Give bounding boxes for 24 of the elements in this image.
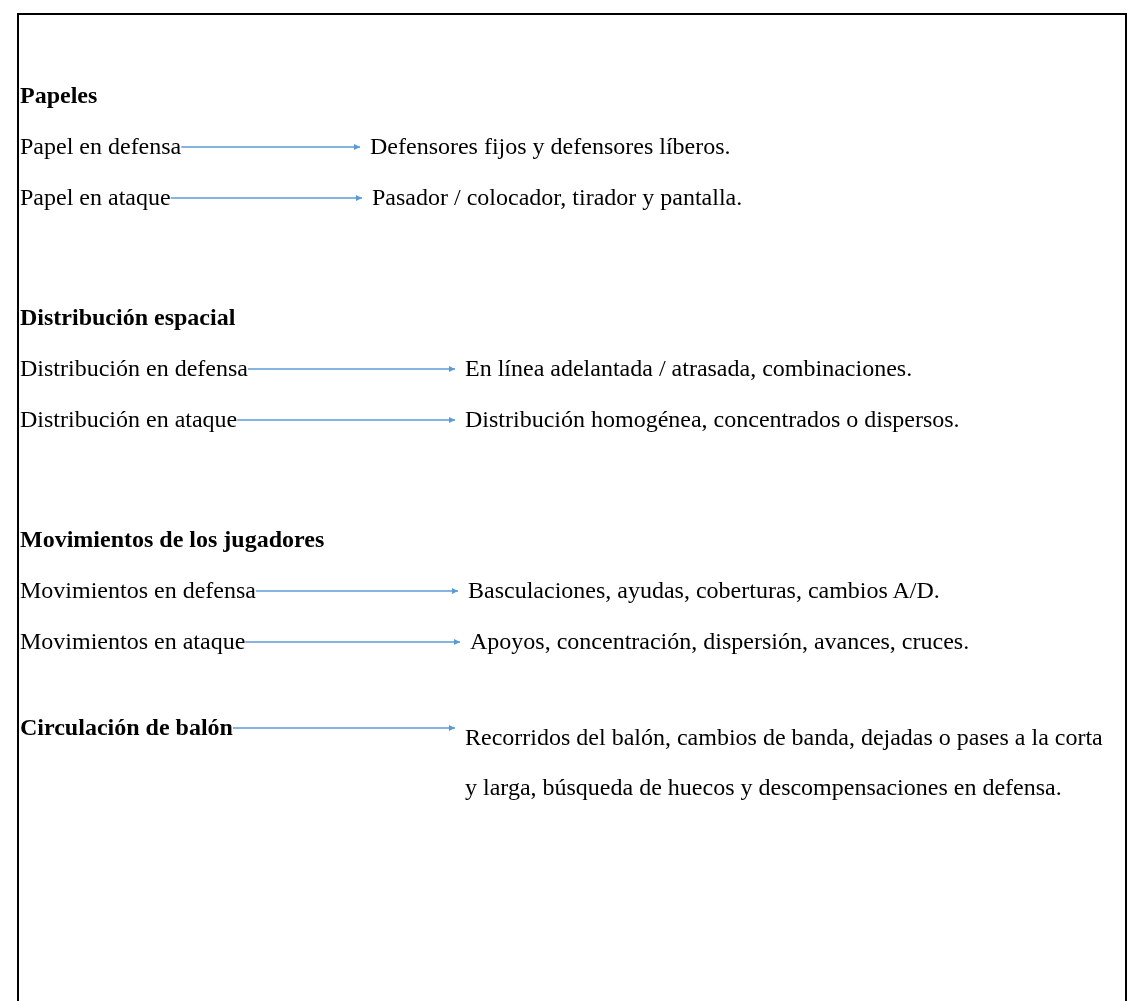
term-text: Distribución en ataque (20, 404, 238, 434)
term-text: Movimientos en ataque (20, 626, 246, 656)
arrow (255, 588, 459, 594)
section-heading: Papeles (20, 81, 98, 110)
term-text: Papel en defensa (20, 131, 182, 161)
description-text: Distribución homogénea, concentrados o dispersos. (455, 404, 960, 434)
term-text: Circulación de balón (20, 712, 233, 742)
description-text: Pasador / colocador, tirador y pantalla. (362, 182, 743, 212)
arrow (247, 366, 456, 372)
term-text: Distribución en defensa (20, 353, 248, 383)
description-text: Basculaciones, ayudas, coberturas, cambios A/D. (458, 575, 940, 605)
section-heading: Movimientos de los jugadores (20, 525, 325, 554)
term-text: Movimientos en defensa (20, 575, 256, 605)
arrow (236, 417, 456, 423)
description-text: Defensores fijos y defensores líberos. (360, 131, 731, 161)
arrow (232, 725, 456, 731)
arrow (180, 144, 361, 150)
arrow (169, 195, 363, 201)
section-heading: Distribución espacial (20, 303, 236, 332)
description-text: Recorridos del balón, cambios de banda, dejadas o pases a la corta y larga, búsqueda de huecos y descompensaciones en defensa. (455, 712, 1115, 812)
description-text: Apoyos, concentración, dispersión, avances, cruces. (460, 626, 970, 656)
term-text: Papel en ataque (20, 182, 171, 212)
arrow (244, 639, 461, 645)
description-text: En línea adelantada / atrasada, combinaciones. (455, 353, 913, 383)
